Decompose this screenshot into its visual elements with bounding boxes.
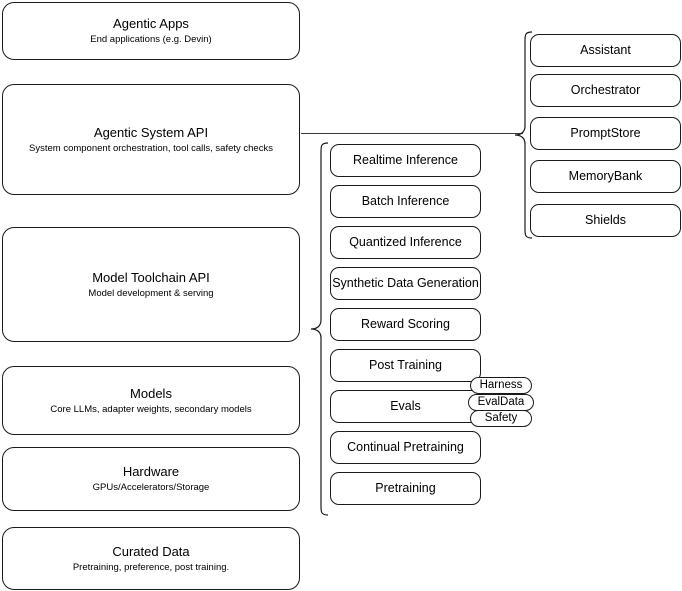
layer-subtitle: Core LLMs, adapter weights, secondary mo… — [50, 403, 252, 415]
connector-system-api-to-components — [301, 133, 523, 134]
capability-label: Post Training — [369, 358, 442, 372]
component-label: MemoryBank — [568, 169, 643, 183]
component-label: PromptStore — [570, 126, 641, 140]
component-box-shields[interactable]: Shields — [530, 204, 681, 237]
layer-box-curated-data[interactable]: Curated Data Pretraining, preference, po… — [2, 527, 300, 590]
layer-box-hardware[interactable]: Hardware GPUs/Accelerators/Storage — [2, 447, 300, 511]
layer-title: Hardware — [122, 464, 180, 479]
layer-title: Model Toolchain API — [92, 269, 210, 285]
layer-title: Curated Data — [112, 543, 190, 559]
capability-box-batch-inference[interactable]: Batch Inference — [330, 185, 481, 218]
capability-box-continual-pretraining[interactable]: Continual Pretraining — [330, 431, 481, 464]
eval-badge-label: Safety — [484, 411, 518, 424]
brace-system-components — [514, 31, 533, 239]
layer-subtitle: End applications (e.g. Devin) — [90, 34, 212, 45]
capability-box-reward-scoring[interactable]: Reward Scoring — [330, 308, 481, 341]
capability-label: Pretraining — [375, 481, 436, 495]
layer-subtitle: Model development & serving — [88, 287, 214, 299]
capability-label: Synthetic Data Generation — [332, 276, 479, 290]
capability-label: Reward Scoring — [361, 317, 450, 331]
layer-box-agentic-system-api[interactable]: Agentic System API System component orch… — [2, 84, 300, 195]
component-label: Shields — [585, 213, 626, 227]
capability-label: Quantized Inference — [349, 235, 462, 249]
eval-badge-evaldata[interactable]: EvalData — [468, 394, 534, 411]
capability-label: Realtime Inference — [353, 153, 458, 167]
layer-title: Models — [130, 385, 172, 401]
brace-toolchain-capabilities — [310, 142, 329, 516]
eval-badge-safety[interactable]: Safety — [470, 410, 532, 427]
layer-title: Agentic System API — [93, 124, 209, 140]
layer-box-agentic-apps[interactable]: Agentic Apps End applications (e.g. Devi… — [2, 2, 300, 60]
component-label: Assistant — [580, 43, 631, 57]
layer-box-model-toolchain-api[interactable]: Model Toolchain API Model development & … — [2, 227, 300, 342]
layer-subtitle: GPUs/Accelerators/Storage — [92, 482, 210, 493]
component-box-orchestrator[interactable]: Orchestrator — [530, 74, 681, 107]
eval-badge-label: Harness — [479, 378, 523, 391]
layer-subtitle: System component orchestration, tool cal… — [29, 142, 273, 154]
component-box-memorybank[interactable]: MemoryBank — [530, 160, 681, 193]
capability-box-post-training[interactable]: Post Training — [330, 349, 481, 382]
capability-box-evals[interactable]: Evals — [330, 390, 481, 423]
layer-title: Agentic Apps — [113, 16, 189, 31]
component-box-assistant[interactable]: Assistant — [530, 34, 681, 67]
eval-badge-harness[interactable]: Harness — [470, 377, 532, 394]
eval-badge-label: EvalData — [477, 395, 525, 408]
capability-box-quantized-inference[interactable]: Quantized Inference — [330, 226, 481, 259]
capability-box-synthetic-data-generation[interactable]: Synthetic Data Generation — [330, 267, 481, 300]
component-box-promptstore[interactable]: PromptStore — [530, 117, 681, 150]
capability-label: Batch Inference — [361, 194, 450, 208]
component-label: Orchestrator — [570, 83, 641, 97]
layer-subtitle: Pretraining, preference, post training. — [72, 561, 230, 573]
capability-box-pretraining[interactable]: Pretraining — [330, 472, 481, 505]
layer-box-models[interactable]: Models Core LLMs, adapter weights, secon… — [2, 366, 300, 435]
capability-label: Continual Pretraining — [347, 440, 464, 454]
capability-label: Evals — [390, 399, 421, 413]
capability-box-realtime-inference[interactable]: Realtime Inference — [330, 144, 481, 177]
